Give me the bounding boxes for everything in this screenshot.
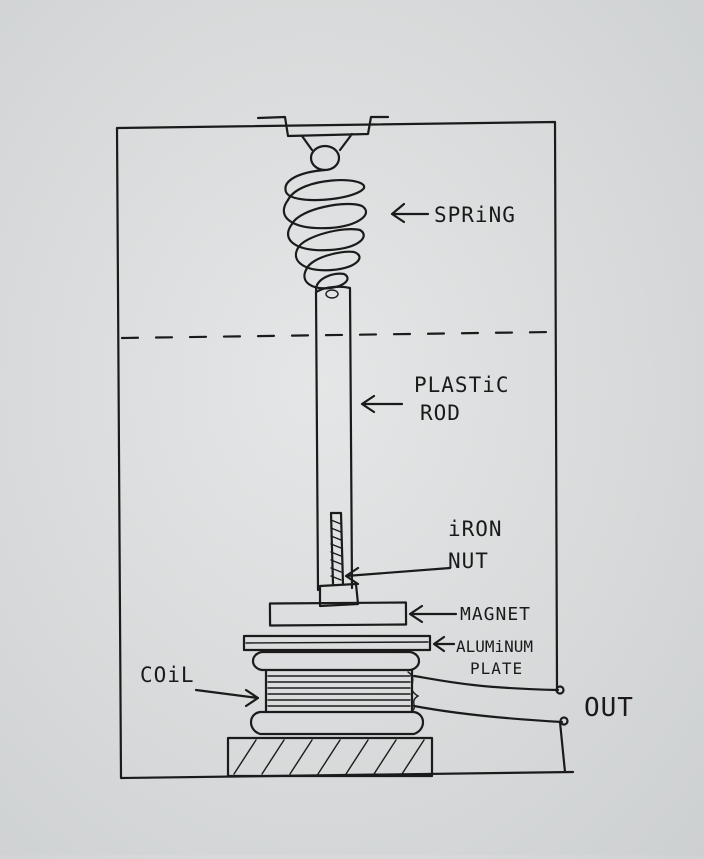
iron-nut [318, 511, 360, 608]
label-plastic-rod-1: PLASTiC [414, 373, 510, 397]
plastic-rod [314, 285, 354, 592]
rod-arrow [360, 394, 404, 414]
coil-arrow [194, 688, 260, 708]
coil [249, 650, 425, 736]
nut-arrow [344, 566, 452, 586]
label-iron-nut-1: iRON [448, 517, 503, 541]
label-iron-nut-2: NUT [448, 549, 489, 573]
spring [282, 168, 368, 292]
base-block [226, 736, 434, 778]
label-aluminum-2: PLATE [470, 659, 523, 678]
label-aluminum-1: ALUMiNUM [456, 637, 533, 656]
magnet-arrow [408, 604, 458, 624]
label-plastic-rod-2: ROD [420, 401, 461, 425]
label-magnet: MAGNET [460, 604, 531, 625]
output-leads [412, 674, 569, 726]
label-out: OUT [584, 693, 634, 723]
enclosure-frame [115, 120, 575, 780]
magnet [268, 601, 408, 627]
arrows [194, 202, 458, 708]
spring-hook [309, 144, 341, 172]
aluminum-plate [242, 634, 432, 652]
top-mount-bracket [256, 115, 390, 152]
spring-arrow [390, 202, 430, 224]
dashed-line [120, 330, 554, 340]
label-spring: SPRiNG [434, 203, 516, 227]
aluminum-arrow [432, 635, 456, 653]
label-coil: COiL [140, 663, 195, 687]
